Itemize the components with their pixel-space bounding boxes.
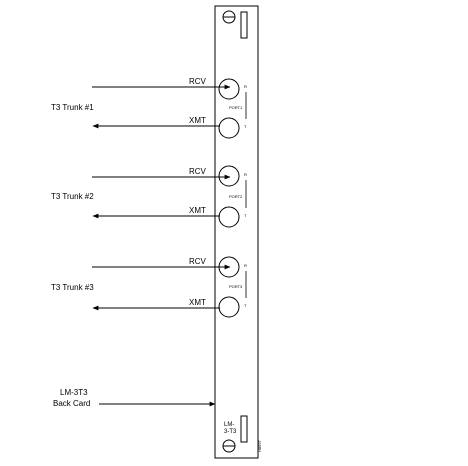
bottom-handle-slot (240, 415, 248, 443)
trunk1-rcv-label: RCV (189, 77, 207, 86)
trunk1-xmt-label: XMT (189, 116, 206, 125)
port2-r-label: R (244, 172, 247, 177)
trunk3-rcv-label: RCV (189, 257, 207, 266)
top-handle-slot (240, 11, 248, 39)
bottom-screw-icon (222, 439, 236, 453)
back-card-callout-line2: Back Card (53, 399, 90, 408)
port2-group: R PORT2 T (218, 165, 247, 228)
top-screw-icon (222, 10, 236, 24)
trunk2-label: T3 Trunk #2 (51, 192, 94, 201)
port1-group: R PORT1 T (218, 78, 247, 139)
trunk3-xmt-label: XMT (189, 298, 206, 307)
port3-group: R PORT3 T (218, 256, 247, 318)
back-card-callout-line1: LM-3T3 (60, 388, 88, 397)
port1-rcv-connector-icon (218, 78, 240, 100)
trunk3-label: T3 Trunk #3 (51, 283, 94, 292)
port3-t-label: T (244, 303, 247, 308)
port3-xmt-connector-icon (218, 296, 240, 318)
back-card-outline (214, 5, 259, 459)
trunk2-xmt-label: XMT (189, 206, 206, 215)
port3-label: PORT3 (229, 284, 243, 289)
port2-xmt-connector-icon (218, 206, 240, 228)
card-model-line2: 3-T3 (224, 429, 237, 435)
trunk2-rcv-label: RCV (189, 167, 207, 176)
port1-r-label: R (244, 84, 247, 89)
figure-id: H8697 (257, 439, 262, 452)
port1-label: PORT1 (229, 105, 243, 110)
trunk1-label: T3 Trunk #1 (51, 103, 94, 112)
port1-xmt-connector-icon (218, 117, 240, 139)
port2-t-label: T (244, 213, 247, 218)
port2-rcv-connector-icon (218, 165, 240, 187)
port3-r-label: R (244, 263, 247, 268)
port1-t-label: T (244, 124, 247, 129)
port2-label: PORT2 (229, 194, 243, 199)
card-model-line1: LM- (224, 422, 234, 428)
